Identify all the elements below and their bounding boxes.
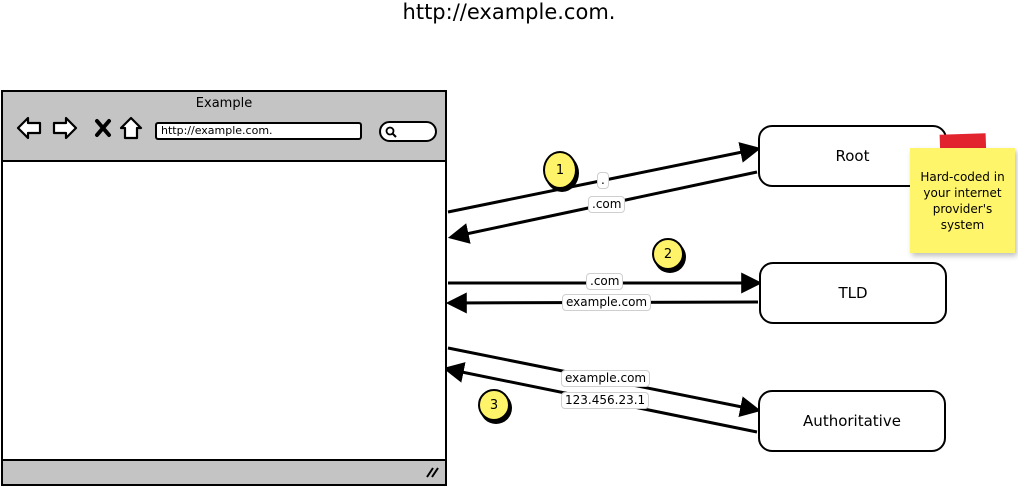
edge-label-response-authoritative: 123.456.23.1 [561,392,650,409]
edge-label-query-tld: .com [586,273,624,290]
resize-grip-icon[interactable] [425,466,439,478]
root-server-label: Root [835,147,870,165]
browser-viewport [3,162,445,459]
step-marker-3-label: 3 [489,397,499,413]
window-title: Example [195,96,253,111]
edge-label-response-root: .com [588,196,626,213]
search-magnifier-icon [385,126,397,138]
sticky-note-text: Hard-coded in your internet provider's s… [920,169,1005,232]
authoritative-server-node: Authoritative [758,390,946,452]
home-icon[interactable] [117,114,145,142]
browser-window: Example http://example.com. [1,90,447,486]
authoritative-server-label: Authoritative [803,412,901,430]
page-title: http://example.com. [402,0,616,24]
back-arrow-icon[interactable] [15,114,43,142]
step-marker-2: 2 [652,238,684,270]
edge-label-query-root: . [597,172,609,189]
close-x-icon[interactable] [89,114,117,142]
edge-label-query-authoritative: example.com [561,370,651,387]
tld-server-label: TLD [838,284,868,302]
tld-server-node: TLD [759,262,947,324]
sticky-note: Hard-coded in your internet provider's s… [910,148,1015,253]
step-marker-2-label: 2 [663,246,673,262]
browser-status-bar [3,459,445,484]
address-bar[interactable]: http://example.com. [155,122,362,140]
edge-label-response-tld: example.com [562,294,652,311]
step-marker-3: 3 [478,389,510,421]
search-field[interactable] [379,121,437,142]
browser-toolbar: Example http://example.com. [3,92,445,162]
forward-arrow-icon[interactable] [51,114,79,142]
step-marker-1-label: 1 [555,162,565,178]
step-marker-1: 1 [543,151,577,189]
